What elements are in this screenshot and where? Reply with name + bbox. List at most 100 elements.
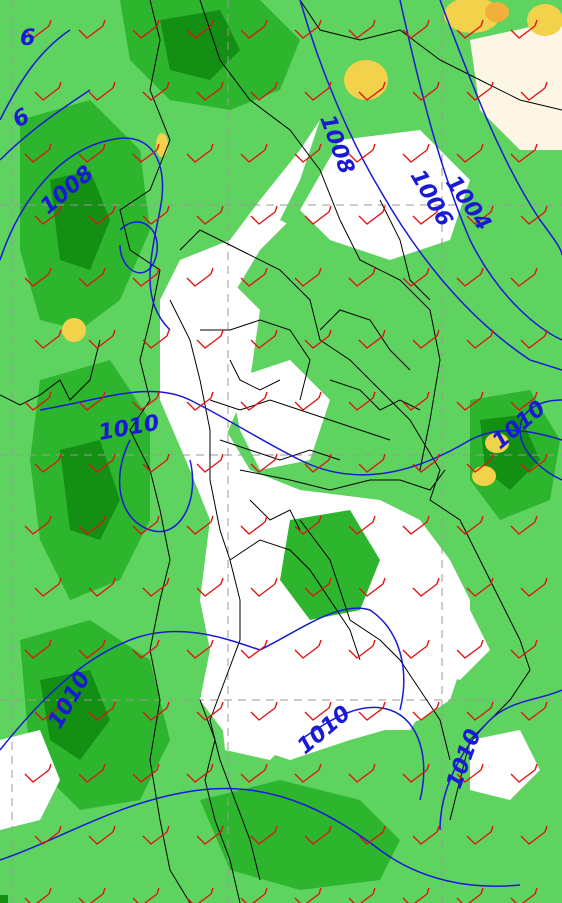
wind-barb xyxy=(294,19,322,39)
no-precip-east xyxy=(470,730,540,800)
border-province-6 xyxy=(249,499,301,531)
wind-barb xyxy=(132,515,160,535)
label-6-topleft: 6 xyxy=(20,26,35,51)
wind-barb xyxy=(466,81,494,101)
isobar-1010-east xyxy=(439,689,562,831)
isobar-south-wide xyxy=(0,787,521,887)
wind-barb xyxy=(34,453,62,473)
wind-barb xyxy=(132,267,160,287)
border-gulf-coast xyxy=(229,539,361,661)
wind-barb xyxy=(196,577,224,597)
border-laos-south xyxy=(379,199,431,301)
wind-barb xyxy=(520,329,548,349)
precip-heavy-3 xyxy=(160,10,240,80)
wind-barb xyxy=(240,763,268,783)
isobar-1010-west-loop xyxy=(119,221,158,274)
wind-barb xyxy=(510,763,538,783)
wind-barb xyxy=(34,81,62,101)
wind-barb xyxy=(412,453,440,473)
isobar-1010-east-upper xyxy=(519,399,562,481)
wind-barb xyxy=(456,763,484,783)
wind-barb xyxy=(250,453,278,473)
wind-barb xyxy=(520,701,548,721)
isobar-left-edge xyxy=(0,29,71,121)
wind-barb xyxy=(402,391,430,411)
wind-barb xyxy=(402,143,430,163)
wind-barb xyxy=(78,763,106,783)
wind-barb xyxy=(348,887,376,903)
wind-barb xyxy=(24,391,52,411)
wind-barb xyxy=(520,81,548,101)
no-precip-north xyxy=(300,130,470,260)
wind-barb xyxy=(456,639,484,659)
wind-barb xyxy=(466,329,494,349)
precip-yellow-1 xyxy=(344,60,388,100)
wind-barb xyxy=(88,329,116,349)
wind-barb xyxy=(294,267,322,287)
wind-barb xyxy=(294,639,322,659)
wind-barb xyxy=(304,329,332,349)
wind-barb xyxy=(240,143,268,163)
wind-barb xyxy=(88,81,116,101)
precip-orange-1 xyxy=(485,2,509,22)
wind-barb xyxy=(34,825,62,845)
wind-barb xyxy=(466,205,494,225)
precip-heavy-1 xyxy=(50,170,110,270)
wind-barb xyxy=(304,577,332,597)
isobar-1004 xyxy=(439,0,562,256)
wind-barb xyxy=(466,701,494,721)
wind-barb xyxy=(250,825,278,845)
wind-barb xyxy=(240,887,268,903)
wind-barb xyxy=(196,825,224,845)
wind-barb xyxy=(358,453,386,473)
isobar-1008-west xyxy=(0,137,171,331)
wind-barb xyxy=(78,515,106,535)
border-coast-west xyxy=(0,339,101,406)
wind-barb xyxy=(402,19,430,39)
wind-barb xyxy=(186,267,214,287)
wind-barb xyxy=(510,887,538,903)
no-precip-southwest xyxy=(0,730,60,830)
wind-barb xyxy=(240,515,268,535)
wind-barb xyxy=(88,205,116,225)
wind-barb xyxy=(34,577,62,597)
isobar-1010-south xyxy=(299,706,425,801)
wind-barb xyxy=(402,267,430,287)
wind-barb xyxy=(78,267,106,287)
wind-barb xyxy=(186,639,214,659)
wind-barb xyxy=(358,825,386,845)
border-province-3 xyxy=(219,439,341,461)
wind-barb xyxy=(520,825,548,845)
wind-barb xyxy=(402,887,430,903)
wind-barb xyxy=(250,329,278,349)
wind-barb xyxy=(142,577,170,597)
wind-barb xyxy=(348,267,376,287)
wind-barb xyxy=(412,81,440,101)
wind-barb xyxy=(510,19,538,39)
wind-barb xyxy=(250,81,278,101)
wind-barb xyxy=(294,143,322,163)
wind-barb xyxy=(132,763,160,783)
wind-barb xyxy=(520,453,548,473)
wind-barb xyxy=(520,205,548,225)
wind-barb xyxy=(402,639,430,659)
wind-barb xyxy=(510,267,538,287)
corner-marker xyxy=(0,895,8,903)
border-peninsula xyxy=(199,699,241,903)
wind-barb xyxy=(240,267,268,287)
no-precip-south-3 xyxy=(220,690,300,760)
wind-barb xyxy=(240,19,268,39)
wind-barb xyxy=(250,205,278,225)
precip-area-south xyxy=(0,720,562,903)
wind-barb xyxy=(358,701,386,721)
wind-barb xyxy=(196,453,224,473)
isobar-1008-north xyxy=(299,0,562,371)
wind-barb xyxy=(348,763,376,783)
border-province-4 xyxy=(229,359,281,391)
border-province-1 xyxy=(200,319,311,401)
wind-barb xyxy=(520,577,548,597)
wind-barb xyxy=(240,639,268,659)
